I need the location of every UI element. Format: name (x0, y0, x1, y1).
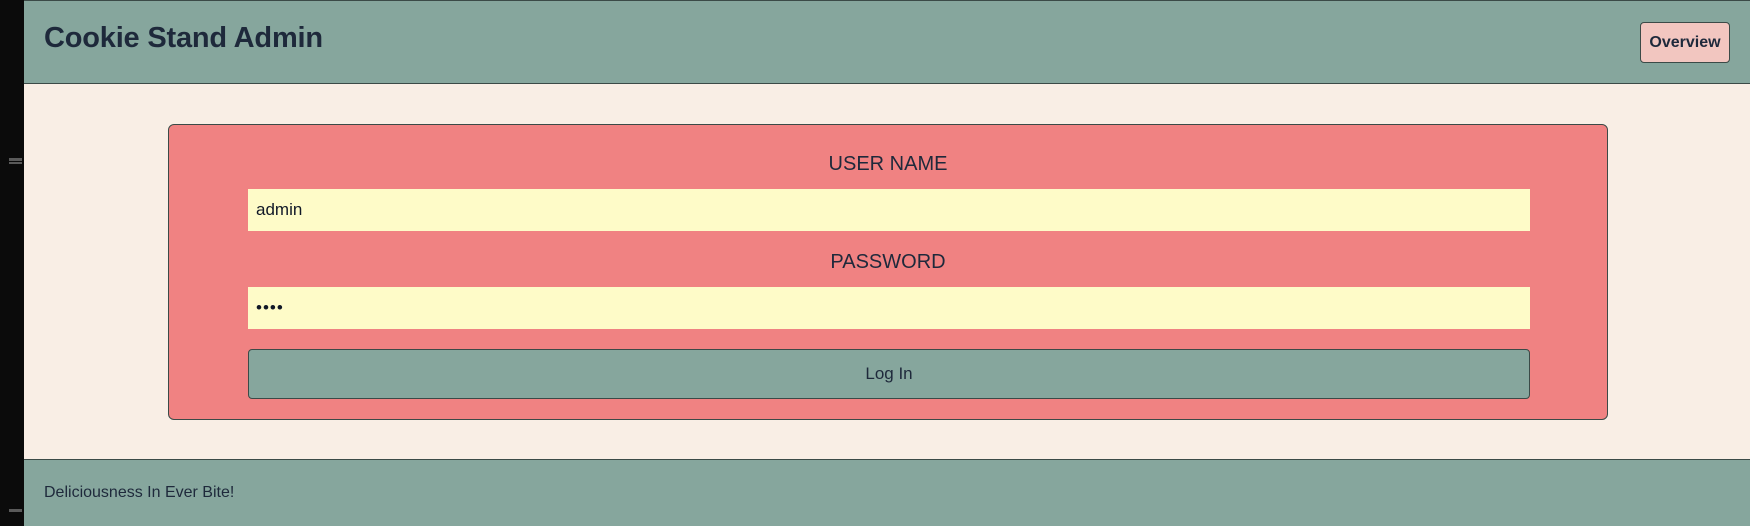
strip-marker (9, 162, 22, 164)
username-input[interactable] (248, 189, 1530, 231)
login-button[interactable]: Log In (248, 349, 1530, 399)
strip-marker (9, 509, 22, 512)
top-header: Cookie Stand Admin Overview (24, 0, 1750, 84)
app-root: Cookie Stand Admin Overview USER NAME PA… (24, 0, 1750, 526)
password-label: PASSWORD (830, 251, 946, 273)
strip-marker (9, 158, 22, 161)
window-edge-strip (0, 0, 24, 526)
page-title: Cookie Stand Admin (44, 22, 323, 54)
password-input[interactable] (248, 287, 1530, 329)
username-label: USER NAME (828, 153, 948, 175)
footer-tagline: Deliciousness In Ever Bite! (44, 484, 235, 501)
overview-button[interactable]: Overview (1640, 22, 1730, 63)
page-footer: Deliciousness In Ever Bite! (24, 459, 1750, 526)
login-form: USER NAME PASSWORD Log In (168, 124, 1608, 420)
